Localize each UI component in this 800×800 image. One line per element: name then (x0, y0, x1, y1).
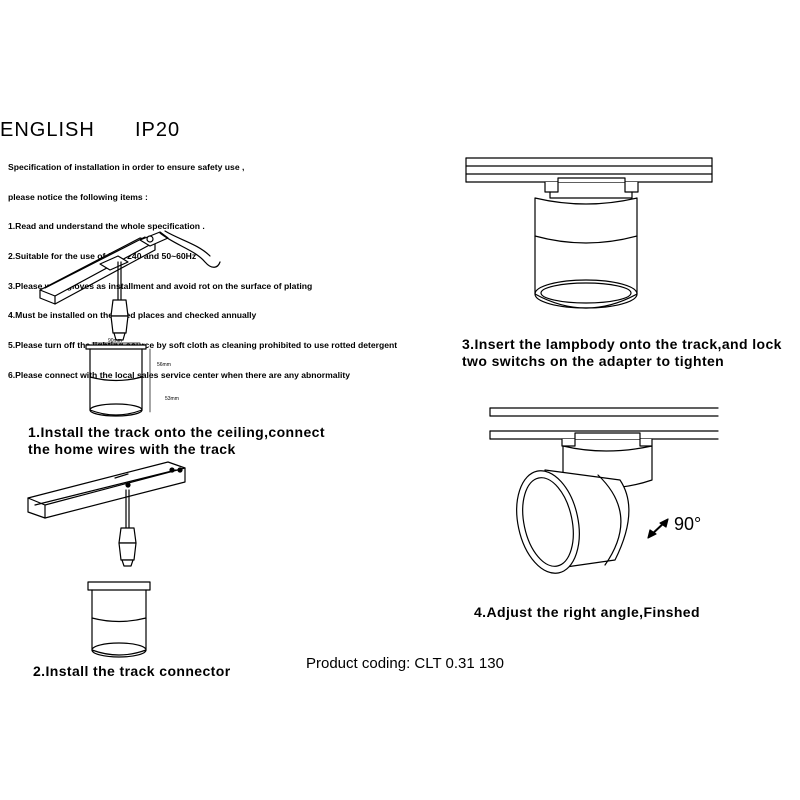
step3-lampbody (534, 197, 638, 309)
spec-line: Specification of installation in order t… (8, 161, 245, 172)
angle-label: 90° (674, 514, 702, 534)
step2-caption: 2.Install the track connector (33, 663, 231, 679)
language-heading: ENGLISH (0, 119, 95, 141)
step2-track-illustration (27, 461, 186, 519)
step3-caption: 3.Insert the lampbody onto the track,and… (462, 336, 782, 370)
product-coding: Product coding: CLT 0.31 130 (306, 655, 504, 672)
spec-line: 3.Please wear gloves as installment and … (8, 280, 313, 291)
step1-caption-line1: 1.Install the track onto the ceiling,con… (28, 424, 325, 440)
step4-tilted-lamp-head (516, 469, 630, 574)
spec-line: 1.Read and understand the whole specific… (8, 221, 205, 232)
step2-lamp (87, 581, 151, 658)
step3-adapter (544, 177, 639, 199)
dimension-bottom-height-label: 53mm (165, 396, 179, 402)
dimension-width-label: 90mm (108, 338, 122, 344)
spec-line: 6.Please connect with the local sales se… (8, 369, 350, 380)
step1-track-illustration (39, 230, 221, 305)
step1-caption-line2: the home wires with the track (28, 441, 236, 457)
step3-caption-line2: two switchs on the adapter to tighten (462, 353, 725, 369)
rotation-arrow-icon (647, 518, 669, 539)
dimension-top-height-label: 56mm (157, 362, 171, 368)
step3-track (465, 157, 713, 183)
screwdriver-icon (118, 489, 137, 567)
step1-lamp-with-dimensions (85, 342, 151, 417)
step1-caption: 1.Install the track onto the ceiling,con… (28, 424, 325, 458)
ip-rating-heading: IP20 (135, 119, 181, 141)
step3-caption-line1: 3.Insert the lampbody onto the track,and… (462, 336, 782, 352)
screwdriver-icon (110, 261, 129, 341)
spec-line: please notice the following items : (8, 191, 148, 202)
step4-caption: 4.Adjust the right angle,Finshed (474, 604, 700, 620)
